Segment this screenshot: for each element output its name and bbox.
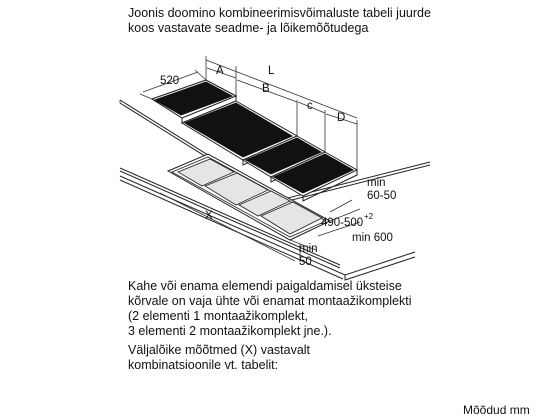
label-depth: 520 — [160, 75, 179, 87]
hob-element-d — [269, 151, 359, 202]
label-cut-depth-tolerance: +2 — [364, 212, 374, 221]
label-b: B — [262, 83, 270, 95]
mounting-kit-note: Kahe või enama elemendi paigaldamisel ük… — [128, 279, 412, 338]
label-d: D — [337, 112, 345, 124]
dimension-lines-lower — [159, 192, 361, 262]
label-l: L — [268, 65, 275, 77]
cutout-frame — [166, 153, 332, 241]
cutout-dimensions-note: Väljalõike mõõtmed (X) vastavalt kombina… — [128, 343, 311, 372]
label-x: X — [205, 210, 213, 222]
units-note: Mõõdud mm — [463, 403, 530, 417]
label-c: c — [307, 100, 313, 112]
worktop-lower — [119, 167, 416, 281]
label-cut-depth: 490-500 — [321, 217, 363, 229]
label-a: A — [216, 65, 224, 77]
figure-caption: Joonis doomino kombineerimisvõimaluste t… — [128, 6, 431, 35]
label-min-depth: min 600 — [352, 232, 393, 244]
dimension-lines-upper — [139, 56, 358, 170]
